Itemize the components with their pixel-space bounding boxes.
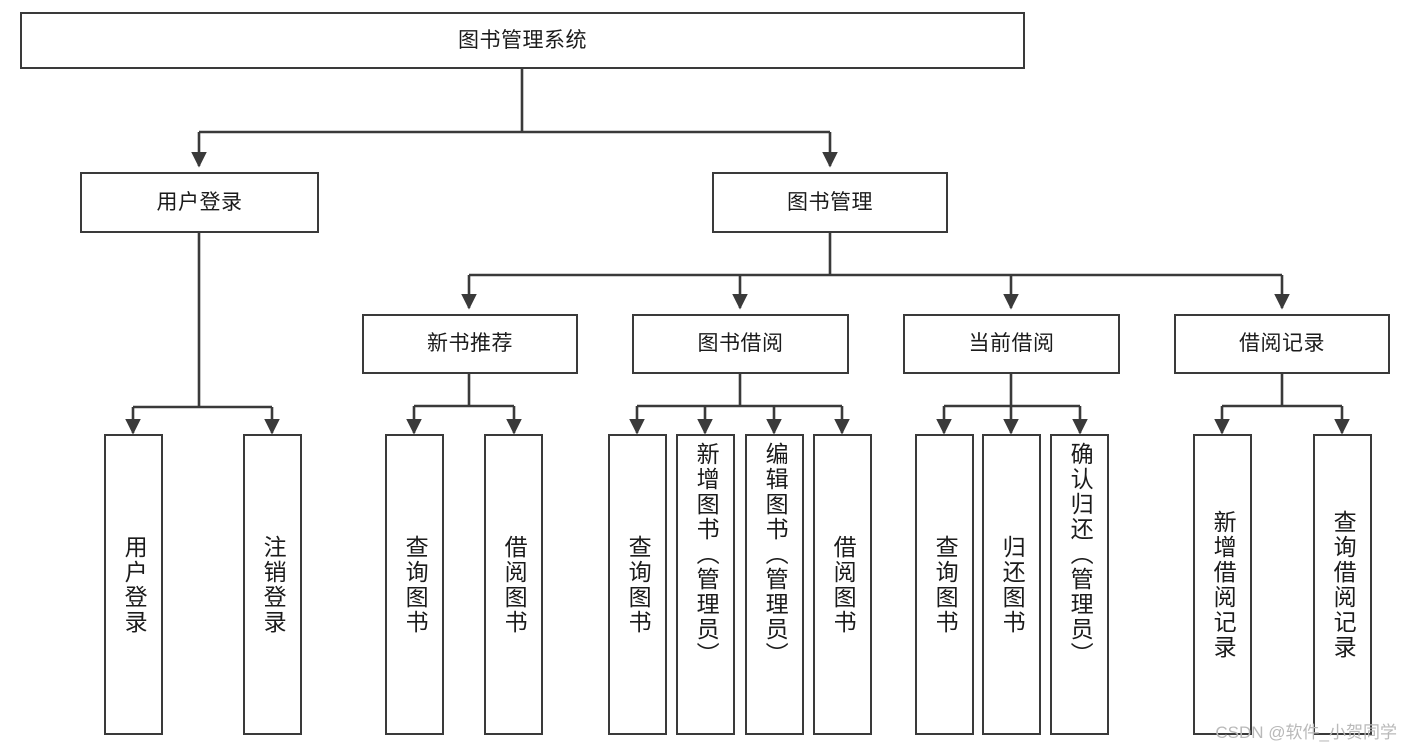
node-leaf-borrow-book-recommend[interactable]: 借阅图书 bbox=[484, 434, 543, 735]
node-leaf-query-book-current[interactable]: 查询图书 bbox=[915, 434, 974, 735]
node-label: 图书管理系统 bbox=[458, 28, 587, 52]
node-label: 注销登录 bbox=[260, 534, 287, 635]
node-label: 借阅图书 bbox=[830, 534, 857, 635]
node-leaf-user-logout[interactable]: 注销登录 bbox=[243, 434, 302, 735]
node-label: 新增借阅记录 bbox=[1210, 509, 1237, 660]
node-label: 图书管理 bbox=[787, 190, 873, 214]
node-leaf-query-book-recommend[interactable]: 查询图书 bbox=[385, 434, 444, 735]
node-label: 借阅记录 bbox=[1239, 332, 1325, 356]
node-label: 当前借阅 bbox=[968, 332, 1055, 356]
node-label: 查询图书 bbox=[625, 534, 652, 635]
node-leaf-add-book-admin[interactable]: 新增图书（管理员） bbox=[676, 434, 735, 735]
node-label: 查询图书 bbox=[932, 534, 959, 635]
node-label: 用户登录 bbox=[156, 190, 243, 214]
node-leaf-query-book-borrow[interactable]: 查询图书 bbox=[608, 434, 667, 735]
node-label: 新增图书（管理员） bbox=[693, 442, 720, 667]
node-user-login[interactable]: 用户登录 bbox=[80, 172, 319, 233]
node-label: 用户登录 bbox=[121, 534, 148, 635]
node-leaf-edit-book-admin[interactable]: 编辑图书（管理员） bbox=[745, 434, 804, 735]
node-leaf-query-borrow-record[interactable]: 查询借阅记录 bbox=[1313, 434, 1372, 735]
node-leaf-confirm-return-admin[interactable]: 确认归还（管理员） bbox=[1050, 434, 1109, 735]
node-label: 图书借阅 bbox=[697, 332, 784, 356]
node-label: 查询图书 bbox=[402, 534, 429, 635]
node-leaf-add-borrow-record[interactable]: 新增借阅记录 bbox=[1193, 434, 1252, 735]
node-label: 查询借阅记录 bbox=[1330, 509, 1357, 660]
node-label: 借阅图书 bbox=[501, 534, 528, 635]
node-label: 归还图书 bbox=[999, 534, 1026, 635]
node-label: 确认归还（管理员） bbox=[1067, 442, 1094, 667]
node-new-book-recommend[interactable]: 新书推荐 bbox=[362, 314, 578, 374]
node-leaf-return-book[interactable]: 归还图书 bbox=[982, 434, 1041, 735]
node-current-borrow[interactable]: 当前借阅 bbox=[903, 314, 1120, 374]
node-leaf-user-login[interactable]: 用户登录 bbox=[104, 434, 163, 735]
node-leaf-borrow-book[interactable]: 借阅图书 bbox=[813, 434, 872, 735]
node-book-borrow[interactable]: 图书借阅 bbox=[632, 314, 849, 374]
node-root-book-management-system[interactable]: 图书管理系统 bbox=[20, 12, 1025, 69]
node-book-management[interactable]: 图书管理 bbox=[712, 172, 948, 233]
watermark-text: CSDN @软件_小贺同学 bbox=[1215, 723, 1397, 742]
node-label: 新书推荐 bbox=[427, 332, 513, 356]
node-borrow-record[interactable]: 借阅记录 bbox=[1174, 314, 1390, 374]
node-label: 编辑图书（管理员） bbox=[762, 442, 789, 667]
